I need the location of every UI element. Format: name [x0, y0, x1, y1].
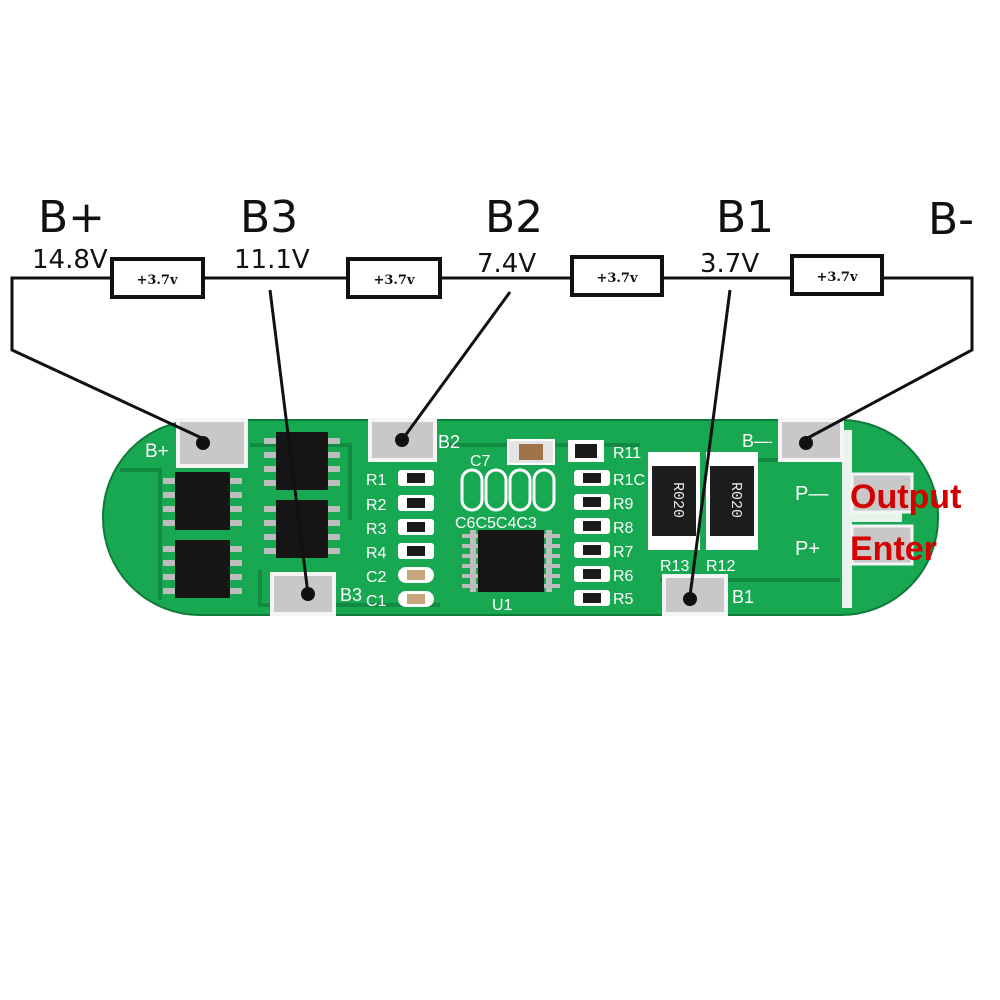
- node-bplus-voltage: 14.8V: [32, 245, 108, 275]
- node-b2-name: B2: [485, 192, 543, 243]
- label-r8: R8: [613, 520, 634, 537]
- output-label-line2: Enter: [850, 530, 937, 568]
- cell-2: +3.7v: [346, 257, 442, 299]
- label-r5: R5: [613, 591, 634, 608]
- pad-bplus-label: B+: [145, 441, 169, 462]
- shunt-r12-marking: R020: [727, 482, 744, 518]
- pad-pminus: P—: [795, 472, 914, 514]
- label-r6: R6: [613, 568, 634, 585]
- label-r1: R1: [366, 472, 387, 489]
- label-r7: R7: [613, 544, 634, 561]
- tap-leads: [268, 289, 732, 597]
- node-b3-voltage: 11.1V: [234, 245, 310, 275]
- mosfet-chips: [163, 432, 340, 598]
- label-c2: C2: [366, 569, 387, 586]
- node-b3-name: B3: [240, 192, 298, 243]
- resistor-column-left: R1 R2 R3 R4 C2 C1: [366, 470, 434, 610]
- pad-pplus-label: P+: [795, 538, 820, 560]
- lead-dots: [196, 433, 813, 606]
- cell-3-label: +3.7v: [596, 271, 638, 286]
- label-u1: U1: [492, 597, 513, 614]
- label-r11: R11: [613, 445, 641, 462]
- pad-b3-label: B3: [340, 585, 362, 605]
- node-bplus-name: B+: [38, 192, 105, 243]
- shunt-resistors: R020 R020 R13 R12: [648, 452, 758, 575]
- pad-b2-label: B2: [438, 432, 460, 452]
- label-r4: R4: [366, 545, 387, 562]
- label-c7: C7: [470, 453, 491, 470]
- label-r3: R3: [366, 521, 387, 538]
- pad-bplus: B+: [145, 418, 248, 468]
- label-r10: R1C: [613, 472, 645, 489]
- pad-bminus: B—: [742, 418, 844, 462]
- node-b1-voltage: 3.7V: [700, 249, 759, 279]
- label-r13: R13: [660, 558, 689, 575]
- node-b1-name: B1: [716, 192, 774, 243]
- resistor-column-right: R11 R1C R9 R8 R7 R6 R5: [568, 440, 645, 608]
- label-r12: R12: [706, 558, 735, 575]
- pad-pminus-label: P—: [795, 483, 828, 505]
- cell-4-label: +3.7v: [816, 270, 858, 285]
- cell-3: +3.7v: [570, 255, 664, 297]
- pad-bminus-label: B—: [742, 431, 772, 451]
- shunt-r13-marking: R020: [669, 482, 686, 518]
- label-caps: C6C5C4C3: [455, 515, 537, 532]
- pad-pplus: P+: [795, 524, 914, 566]
- label-r2: R2: [366, 497, 387, 514]
- capacitor-row: C7 C6C5C4C3: [455, 439, 556, 532]
- cell-4: +3.7v: [790, 254, 884, 296]
- label-c1: C1: [366, 593, 387, 610]
- node-b2-voltage: 7.4V: [477, 249, 536, 279]
- pad-b2: B2: [368, 418, 460, 462]
- node-bminus-name: B-: [928, 194, 974, 245]
- ic-u1: U1: [462, 530, 560, 614]
- cell-1: +3.7v: [110, 257, 205, 299]
- pad-b1-label: B1: [732, 587, 754, 607]
- cell-1-label: +3.7v: [136, 273, 178, 288]
- label-r9: R9: [613, 496, 634, 513]
- output-label-line1: Output: [850, 478, 961, 516]
- cell-2-label: +3.7v: [373, 273, 415, 288]
- cell-chain-wire: [10, 276, 974, 442]
